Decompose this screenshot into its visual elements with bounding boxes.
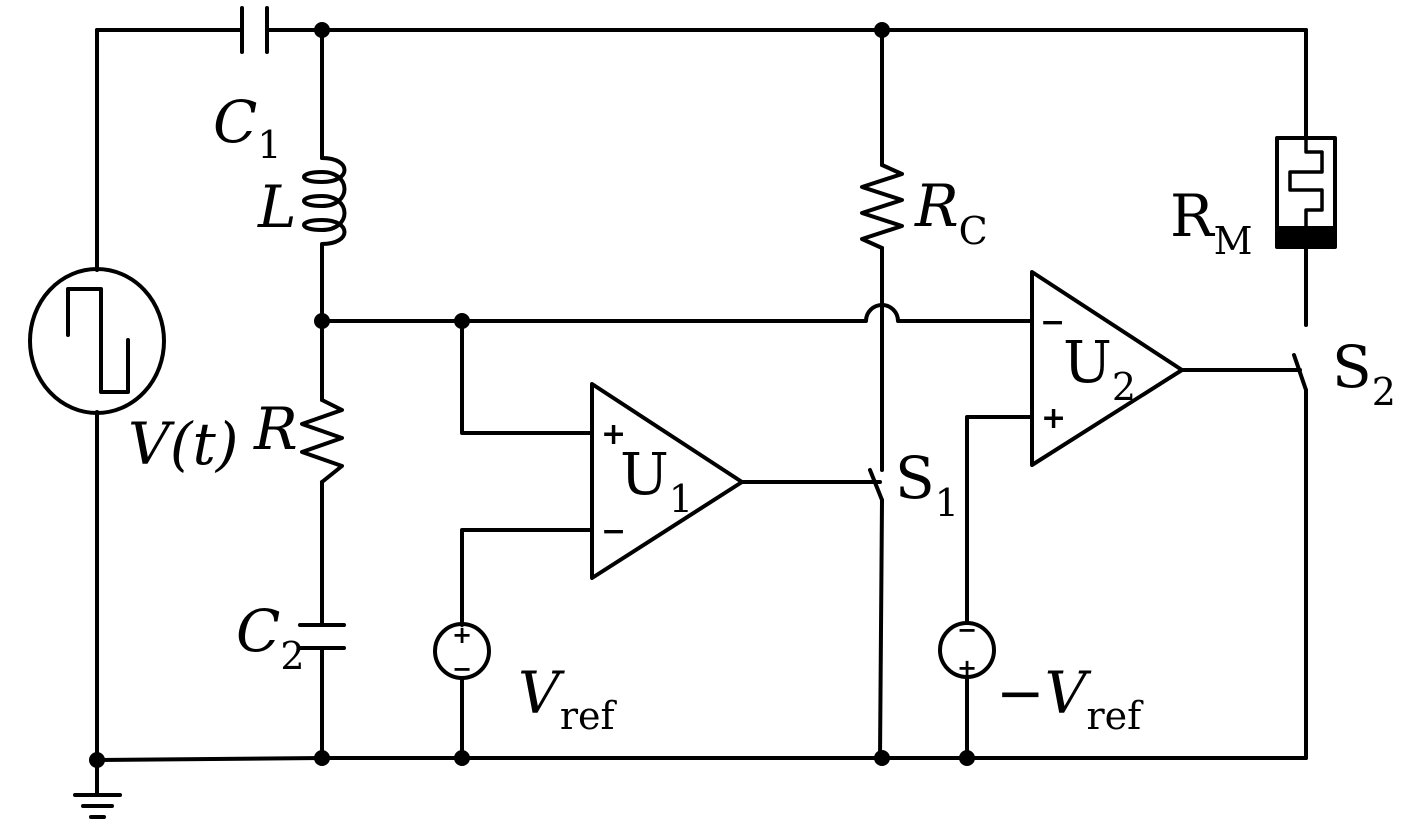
- ground-symbol: [73, 793, 122, 819]
- junction-dot: [89, 752, 105, 768]
- label-vref: Vref: [518, 659, 618, 738]
- junction-dot: [314, 313, 330, 329]
- label-c1: C1: [213, 88, 282, 167]
- label-c2: C2: [236, 597, 305, 678]
- switch-s2: [1292, 353, 1308, 392]
- label-rm: RM: [1170, 182, 1253, 263]
- opamp-u1-minus-sign: −: [601, 514, 626, 549]
- square-wave-icon: [66, 287, 130, 394]
- square-wave-source: [28, 267, 166, 415]
- junction-dot: [454, 313, 470, 329]
- neg-vref-minus-sign: −: [957, 616, 977, 644]
- switch-s1: [868, 468, 884, 502]
- dc-source-vref: + −: [433, 621, 491, 683]
- label-s1: S1: [895, 444, 959, 525]
- dc-source-neg-vref: − +: [938, 616, 996, 682]
- opamp-u1: + −: [590, 382, 744, 580]
- label-neg-vref: −Vref: [996, 659, 1144, 738]
- junctions: [89, 22, 975, 768]
- opamp-u2-plus-sign: +: [1041, 401, 1066, 436]
- label-u2: U2: [1063, 328, 1136, 409]
- label-l: L: [257, 173, 297, 241]
- junction-dot: [314, 22, 330, 38]
- vref-minus-sign: −: [452, 655, 472, 683]
- label-r: R: [253, 395, 298, 463]
- label-s2: S2: [1332, 333, 1396, 414]
- opamp-u1-plus-sign: +: [601, 417, 626, 452]
- resistor-r: [300, 398, 344, 484]
- resistor-rc: [860, 163, 904, 250]
- capacitor-c1: [240, 6, 269, 54]
- opamp-u2: − +: [1030, 270, 1184, 467]
- inductor-l: [302, 156, 347, 260]
- label-source: V(t): [128, 410, 238, 478]
- junction-dot: [314, 750, 330, 766]
- wires: [95, 28, 1308, 797]
- component-labels: C1 L R C2 V(t) RC RM U1 U2 S1 S2 Vref −V…: [128, 88, 1396, 738]
- junction-dot: [874, 22, 890, 38]
- label-u1: U1: [620, 440, 693, 521]
- neg-vref-plus-sign: +: [957, 654, 977, 682]
- memristor-rm: [1275, 136, 1337, 249]
- junction-dot: [874, 750, 890, 766]
- capacitor-c2: [298, 623, 346, 650]
- opamp-u2-minus-sign: −: [1040, 305, 1065, 340]
- junction-dot: [959, 750, 975, 766]
- label-rc: RC: [914, 172, 988, 253]
- junction-dot: [454, 750, 470, 766]
- vref-plus-sign: +: [452, 621, 472, 649]
